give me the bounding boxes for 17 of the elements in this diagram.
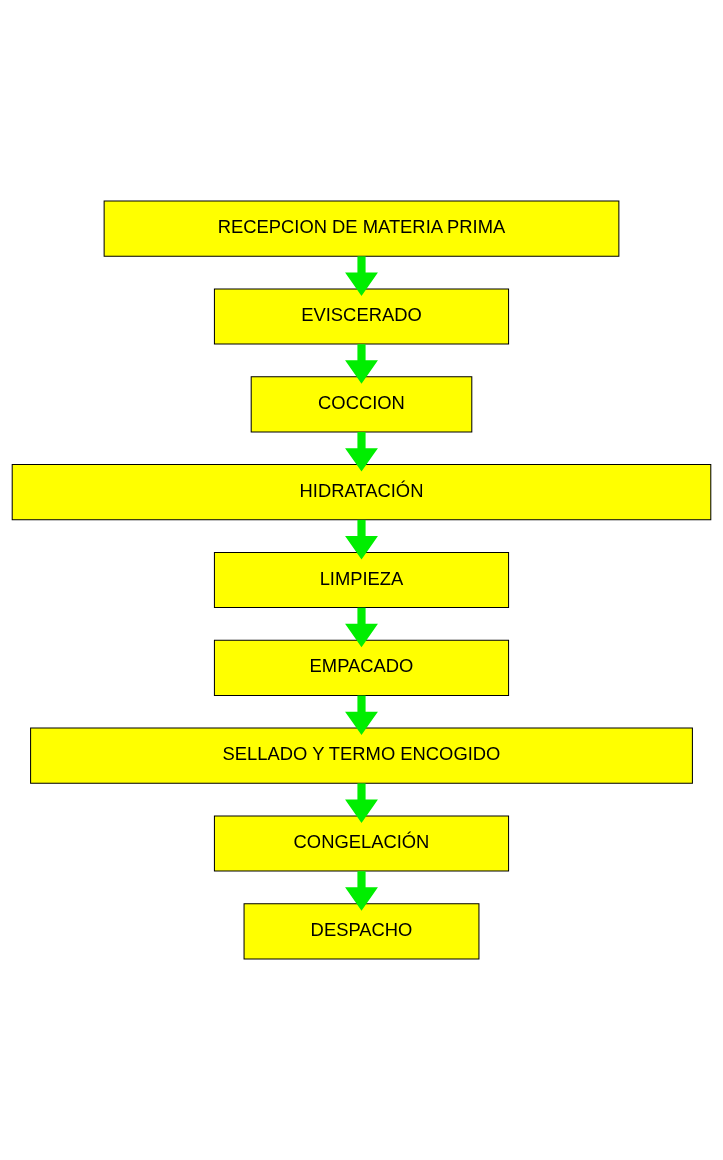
arrow: [345, 256, 378, 296]
arrow: [345, 432, 378, 472]
arrow: [345, 695, 378, 736]
arrow: [345, 871, 378, 911]
arrow: [345, 783, 378, 823]
node-box: HIDRATACIÓN: [11, 464, 712, 521]
node-box: RECEPCION DE MATERIA PRIMA: [103, 200, 620, 257]
node-box: DESPACHO: [243, 903, 480, 960]
node-box: COCCION: [250, 376, 473, 433]
arrow: [345, 344, 378, 384]
arrow: [345, 607, 378, 648]
node-box: LIMPIEZA: [213, 551, 510, 609]
node-box: CONGELACIÓN: [213, 815, 510, 872]
node-box: EVISCERADO: [213, 288, 510, 345]
node-box: SELLADO Y TERMO ENCOGIDO: [30, 727, 693, 784]
node-box: EMPACADO: [213, 639, 510, 696]
arrow: [345, 519, 378, 560]
